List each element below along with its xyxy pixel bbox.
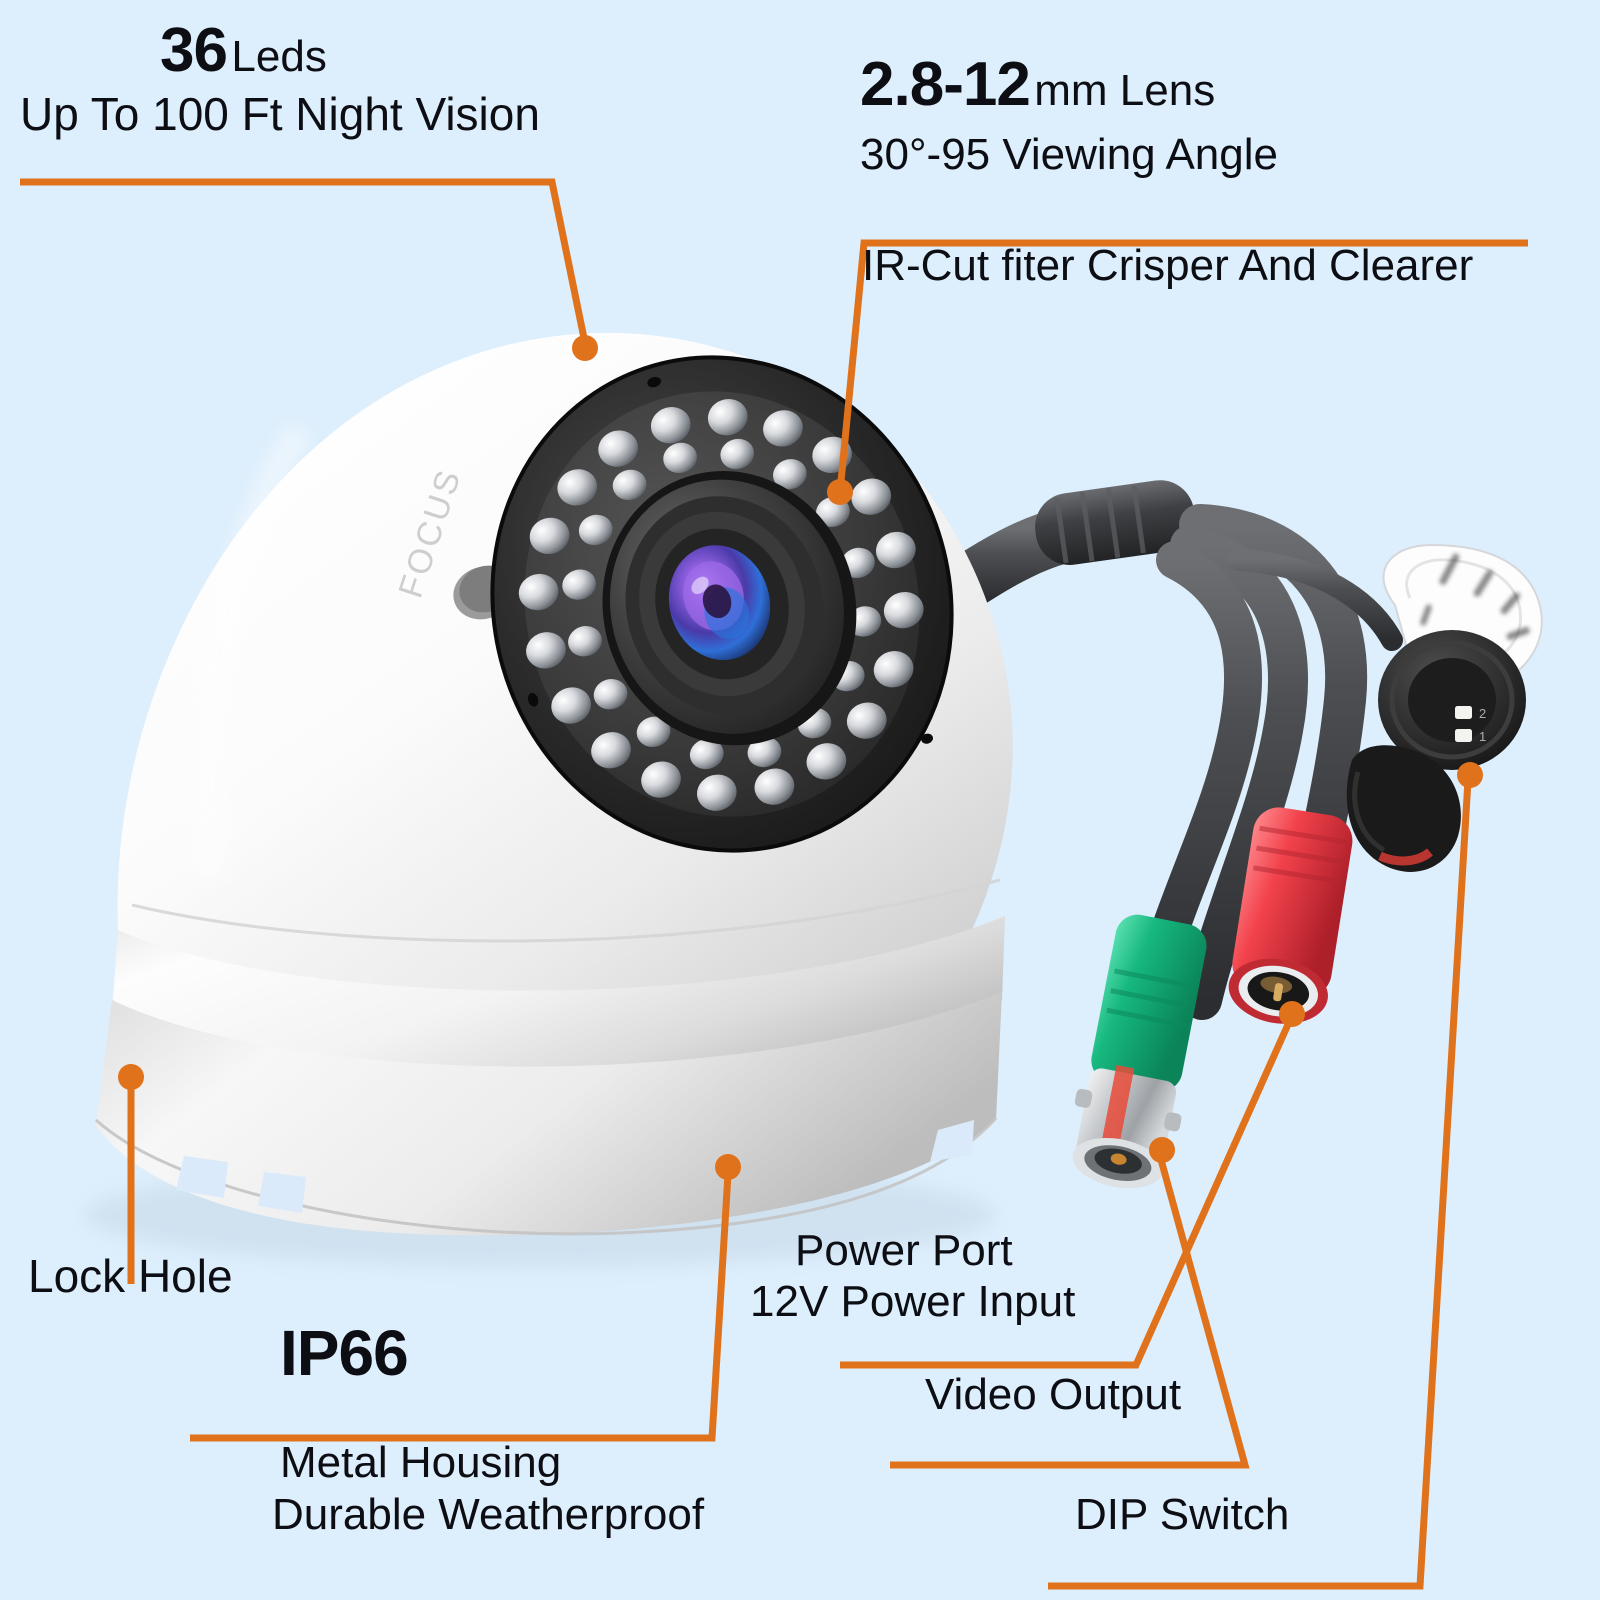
leader-leds: [20, 178, 590, 349]
anchor-dot-ircut: [827, 479, 853, 505]
anchor-dot-dip-switch: [1457, 762, 1483, 788]
anchor-dot-ip66: [715, 1154, 741, 1180]
ip66-value: IP66: [280, 1317, 409, 1389]
callout-video-output: Video Output: [925, 1370, 1182, 1419]
leader-power-port: [840, 1018, 1294, 1369]
power-port-line1: Power Port: [795, 1226, 1013, 1275]
callout-ircut: IR-Cut fiter Crisper And Clearer: [862, 241, 1474, 290]
lens-headline: 2.8-12 mm Lens: [860, 52, 1278, 118]
callout-ip66: IP66 Metal Housing Durable Weatherproof: [272, 1317, 704, 1539]
leader-video-out: [890, 1155, 1250, 1469]
callout-leds: 36 Leds Up To 100 Ft Night Vision: [20, 18, 540, 138]
leader-ircut: [836, 239, 1528, 493]
leader-ip66: [190, 1173, 732, 1442]
callout-dip-switch: DIP Switch: [1075, 1490, 1290, 1539]
svg-text:2: 2: [1479, 706, 1486, 721]
lens-unit: mm Lens: [1034, 66, 1216, 115]
svg-text:1: 1: [1479, 729, 1486, 744]
dip-switch-module: 2 1: [1346, 543, 1543, 872]
leds-headline: 36 Leds: [160, 18, 540, 84]
lens-value: 2.8-12: [860, 50, 1031, 119]
ip66-line2: Durable Weatherproof: [272, 1490, 705, 1540]
dc-power-connector: [1228, 807, 1353, 1024]
lens-assembly: [490, 355, 954, 853]
leds-subtitle: Up To 100 Ft Night Vision: [20, 87, 540, 140]
leader-dip-switch: [1048, 779, 1472, 1590]
lens-subtitle: 30°-95 Viewing Angle: [860, 129, 1278, 179]
callout-power-port: Power Port 12V Power Input: [750, 1226, 1075, 1325]
leds-unit: Leds: [231, 32, 327, 81]
leds-value: 36: [160, 16, 228, 85]
anchor-dot-video-out: [1149, 1137, 1175, 1163]
callout-lens: 2.8-12 mm Lens 30°-95 Viewing Angle: [860, 52, 1278, 178]
power-port-line2: 12V Power Input: [750, 1276, 1076, 1326]
callout-lock-hole: Lock Hole: [28, 1250, 233, 1302]
anchor-dot-lock-hole: [118, 1064, 144, 1090]
ip66-line1: Metal Housing: [280, 1437, 562, 1487]
anchor-dot-leds: [572, 335, 598, 361]
anchor-dot-power-port: [1279, 1001, 1305, 1027]
